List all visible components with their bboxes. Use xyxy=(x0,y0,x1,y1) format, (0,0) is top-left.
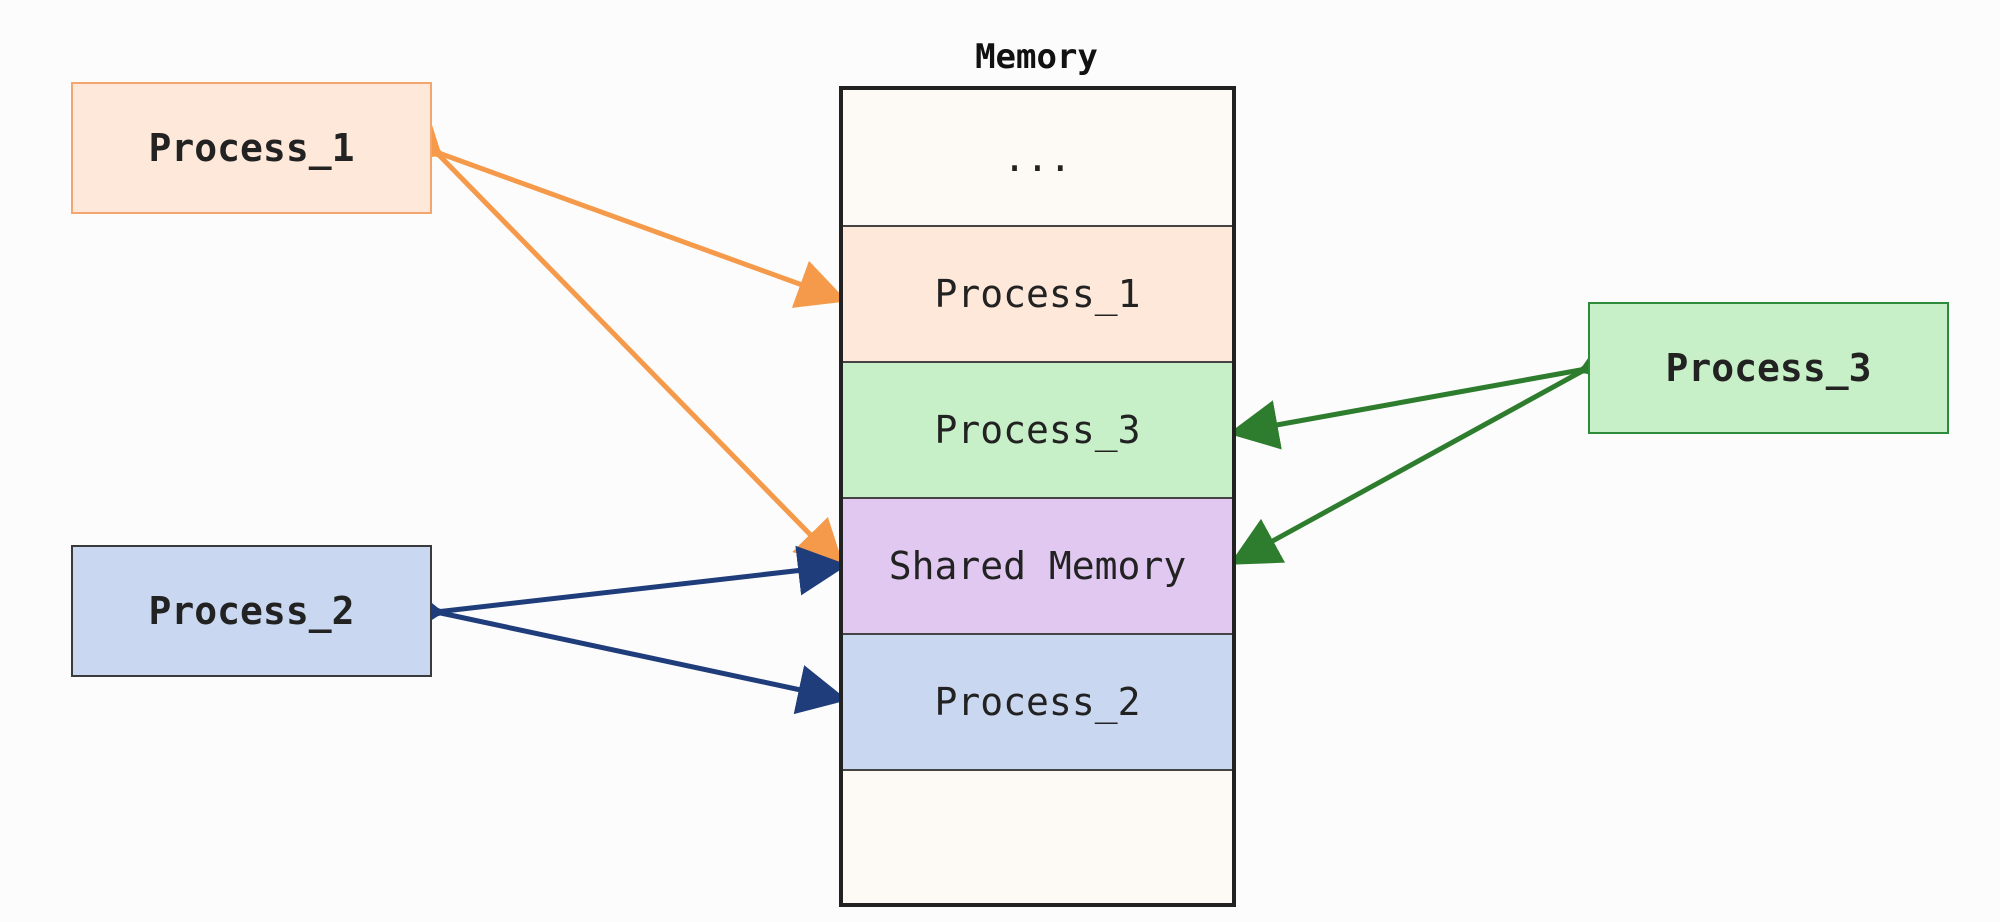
memory-segment-process-2-label: Process_2 xyxy=(934,680,1141,724)
memory-segment-free xyxy=(843,771,1232,903)
arrow-process1-to-shared xyxy=(390,105,845,571)
memory-segment-process-2: Process_2 xyxy=(843,635,1232,771)
arrow-process3-to-mem-process3 xyxy=(1228,337,1630,450)
process-2-label: Process_2 xyxy=(148,589,355,633)
memory-segment-process-1: Process_1 xyxy=(843,227,1232,363)
process-1-label: Process_1 xyxy=(148,126,355,170)
memory-segment-ellipsis: ... xyxy=(843,90,1232,227)
memory-segment-process-3-label: Process_3 xyxy=(934,408,1141,452)
memory-segment-ellipsis-label: ... xyxy=(1003,135,1072,180)
memory-segment-shared-label: Shared Memory xyxy=(888,544,1187,588)
process-3-box: Process_3 xyxy=(1588,302,1949,434)
memory-block: ... Process_1 Process_3 Shared Memory Pr… xyxy=(839,86,1236,907)
process-3-label: Process_3 xyxy=(1665,346,1872,390)
arrow-process2-to-mem-process2 xyxy=(391,579,848,715)
memory-title: Memory xyxy=(975,37,1098,77)
process-2-box: Process_2 xyxy=(71,545,432,677)
arrow-process1-to-mem-process1 xyxy=(389,114,848,308)
memory-segment-process-1-label: Process_1 xyxy=(934,272,1141,316)
arrow-process2-to-shared xyxy=(393,545,848,642)
process-1-box: Process_1 xyxy=(71,82,432,214)
arrow-process3-to-shared xyxy=(1229,327,1634,565)
memory-segment-shared: Shared Memory xyxy=(843,499,1232,635)
memory-segment-process-3: Process_3 xyxy=(843,363,1232,499)
